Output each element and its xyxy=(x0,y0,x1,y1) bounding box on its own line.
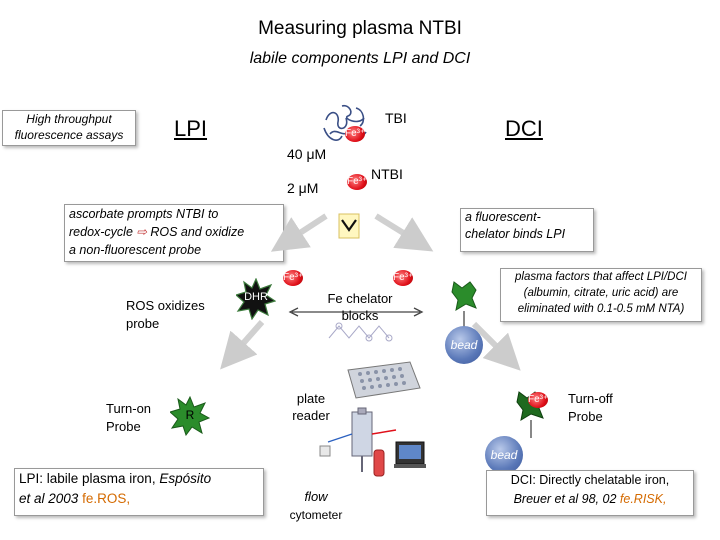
plate-reader-text: plate reader xyxy=(286,390,336,424)
lpi-reference-box: LPI: labile plasma iron, Espósito et al … xyxy=(14,468,264,516)
ascorbate-line1: ascorbate prompts NTBI to xyxy=(69,207,219,221)
flow-cytometer-text: flow cytometer xyxy=(286,488,346,524)
turn-off-text: Turn-off Probe xyxy=(568,390,613,426)
plate-reader-line2: reader xyxy=(292,408,330,423)
dci-ref-line2: Breuer et al 98, 02 fe.RISK, xyxy=(487,490,693,509)
ros-line2: probe xyxy=(126,316,160,331)
high-throughput-box: High throughput fluorescence assays xyxy=(2,110,136,146)
lpi-ref-line1: LPI: labile plasma iron, Espósito xyxy=(19,469,263,489)
fe-chelator-text: Fe chelator blocks xyxy=(318,290,402,324)
lpi-ref-prefix: LPI: labile plasma iron, xyxy=(19,471,160,486)
plate-reader-image xyxy=(347,361,421,399)
chelator-line2: chelator binds LPI xyxy=(465,227,566,241)
r-label: R xyxy=(185,408,195,422)
dci-ref-line1: DCI: Directly chelatable iron, xyxy=(510,473,670,487)
r-probe-star xyxy=(170,396,210,436)
ascorbate-line2-b: ROS and oxidize xyxy=(146,225,245,239)
bead-top: bead xyxy=(445,326,483,364)
turn-on-line2: Probe xyxy=(106,419,141,434)
dhr-label: DHR xyxy=(244,291,268,303)
chelator-line1: a fluorescent- xyxy=(465,210,541,224)
ros-line1: ROS oxidizes xyxy=(126,298,205,313)
plasma-line2: (albumin, citrate, uric acid) are xyxy=(523,287,679,299)
ascorbate-line2: redox-cycle ⇨ ROS and oxidize xyxy=(69,223,283,241)
chelator-molecule-image xyxy=(328,322,393,342)
turn-on-line1: Turn-on xyxy=(106,401,152,416)
fe-ion-tbi: Fe³⁺ xyxy=(345,126,365,142)
dhr-probe-star xyxy=(236,278,276,320)
ntbi-label: NTBI xyxy=(371,166,403,182)
turn-off-line2: Probe xyxy=(568,409,603,424)
page-title: Measuring plasma NTBI xyxy=(258,18,462,39)
lpi-ref-author: Espósito xyxy=(159,471,212,486)
fe-chelator-line2: blocks xyxy=(341,308,379,323)
chelator-probe-green xyxy=(451,281,477,312)
flow-cytometer-image xyxy=(319,407,426,477)
plate-reader-line1: plate xyxy=(296,391,326,406)
conc-low-label: 2 μM xyxy=(287,180,319,196)
bead-bottom: bead xyxy=(485,436,523,474)
dci-heading: DCI xyxy=(505,116,543,141)
fe-ion-turn-off: Fe³⁺ xyxy=(528,392,548,408)
ascorbate-line2-a: redox-cycle xyxy=(69,225,137,239)
ros-oxidizes-text: ROS oxidizes probe xyxy=(126,297,205,333)
conc-high-label: 40 μM xyxy=(287,146,327,162)
fe-ion-chelator: Fe³⁺ xyxy=(393,270,413,286)
chelator-box: a fluorescent- chelator binds LPI xyxy=(460,208,594,252)
flow-line2: cytometer xyxy=(289,508,343,522)
dci-ref-line2-a: Breuer et al 98, 02 xyxy=(513,492,620,506)
turn-off-linker xyxy=(530,420,532,438)
ascorbate-box: ascorbate prompts NTBI to redox-cycle ⇨ … xyxy=(64,204,284,262)
page-subtitle: labile components LPI and DCI xyxy=(249,50,471,67)
dci-reference-box: DCI: Directly chelatable iron, Breuer et… xyxy=(486,470,694,516)
dci-ref-line2-b: fe.RISK, xyxy=(619,492,667,506)
turn-off-line1: Turn-off xyxy=(568,391,613,406)
plasma-line1: plasma factors that affect LPI/DCI xyxy=(515,271,687,283)
probe-linker xyxy=(463,311,465,331)
fe-ion-ntbi: Fe³⁺ xyxy=(347,174,367,190)
turn-on-text: Turn-on Probe xyxy=(106,400,151,436)
down-chevron-icon xyxy=(338,213,360,239)
ascorbate-line3: a non-fluorescent probe xyxy=(69,243,202,257)
lpi-heading: LPI xyxy=(174,116,208,141)
plasma-line3: eliminated with 0.1-0.5 mM NTA) xyxy=(517,303,685,315)
fe-chelator-line1: Fe chelator xyxy=(327,291,393,306)
lpi-ref-line2: et al 2003 fe.ROS, xyxy=(19,489,263,509)
lpi-ref-line2-b: fe.ROS, xyxy=(82,491,131,506)
tbi-label: TBI xyxy=(385,110,407,126)
high-throughput-line2: fluorescence assays xyxy=(14,128,124,142)
right-arrow-icon: ⇨ xyxy=(136,225,147,239)
lpi-ref-line2-a: et al 2003 xyxy=(19,491,83,506)
high-throughput-line1: High throughput xyxy=(26,112,112,126)
fe-ion-dhr: Fe³⁺ xyxy=(283,270,303,286)
flow-line1: flow xyxy=(304,489,328,504)
plasma-factors-box: plasma factors that affect LPI/DCI (albu… xyxy=(500,268,702,322)
